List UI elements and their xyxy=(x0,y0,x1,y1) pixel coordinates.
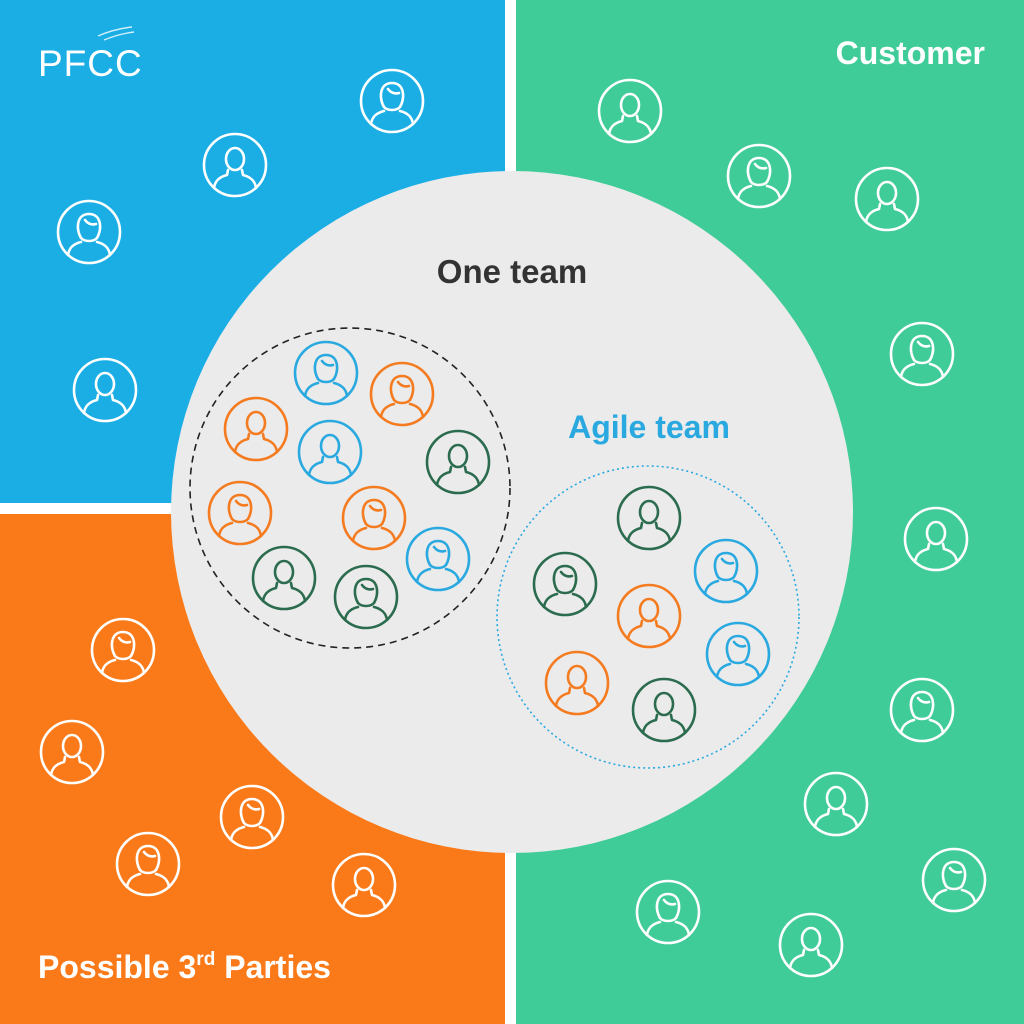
one-team-circle xyxy=(171,171,853,853)
person-male-icon xyxy=(39,719,105,785)
third-parties-label-main: Possible 3 xyxy=(38,949,196,985)
customer-label: Customer xyxy=(836,35,985,71)
person-female-icon xyxy=(369,361,435,427)
person-female-icon xyxy=(219,784,285,850)
pfcc-logo: PFCC xyxy=(38,26,143,84)
person-female-icon xyxy=(532,551,598,617)
third-parties-label: Possible 3rd Parties xyxy=(38,949,331,985)
third-parties-label-tail: Parties xyxy=(215,949,331,985)
person-female-icon xyxy=(207,480,273,546)
person-male-icon xyxy=(251,545,317,611)
person-female-icon xyxy=(405,526,471,592)
one-team-label: One team xyxy=(437,253,587,290)
person-male-icon xyxy=(803,771,869,837)
logo-text: PFCC xyxy=(38,43,143,84)
person-male-icon xyxy=(331,852,397,918)
person-male-icon xyxy=(297,419,363,485)
person-male-icon xyxy=(903,506,969,572)
person-female-icon xyxy=(56,199,122,265)
person-female-icon xyxy=(115,831,181,897)
person-male-icon xyxy=(544,650,610,716)
person-male-icon xyxy=(778,912,844,978)
person-female-icon xyxy=(726,143,792,209)
person-female-icon xyxy=(889,321,955,387)
third-parties-label-sup: rd xyxy=(196,949,215,970)
person-female-icon xyxy=(333,564,399,630)
person-female-icon xyxy=(341,485,407,551)
person-female-icon xyxy=(635,879,701,945)
person-female-icon xyxy=(293,340,359,406)
person-female-icon xyxy=(889,677,955,743)
person-male-icon xyxy=(631,677,697,743)
agile-team-label: Agile team xyxy=(568,409,730,445)
person-male-icon xyxy=(616,485,682,551)
one-team-group-outline xyxy=(189,327,511,649)
person-female-icon xyxy=(90,617,156,683)
person-female-icon xyxy=(359,68,425,134)
person-male-icon xyxy=(597,78,663,144)
person-male-icon xyxy=(223,396,289,462)
person-male-icon xyxy=(202,132,268,198)
person-icons xyxy=(39,68,987,978)
person-female-icon xyxy=(705,621,771,687)
person-male-icon xyxy=(616,583,682,649)
agile-team-group-outline xyxy=(496,465,800,769)
person-female-icon xyxy=(693,538,759,604)
logo-swoosh xyxy=(97,26,135,41)
person-female-icon xyxy=(921,847,987,913)
person-male-icon xyxy=(72,357,138,423)
person-male-icon xyxy=(425,429,491,495)
person-male-icon xyxy=(854,166,920,232)
